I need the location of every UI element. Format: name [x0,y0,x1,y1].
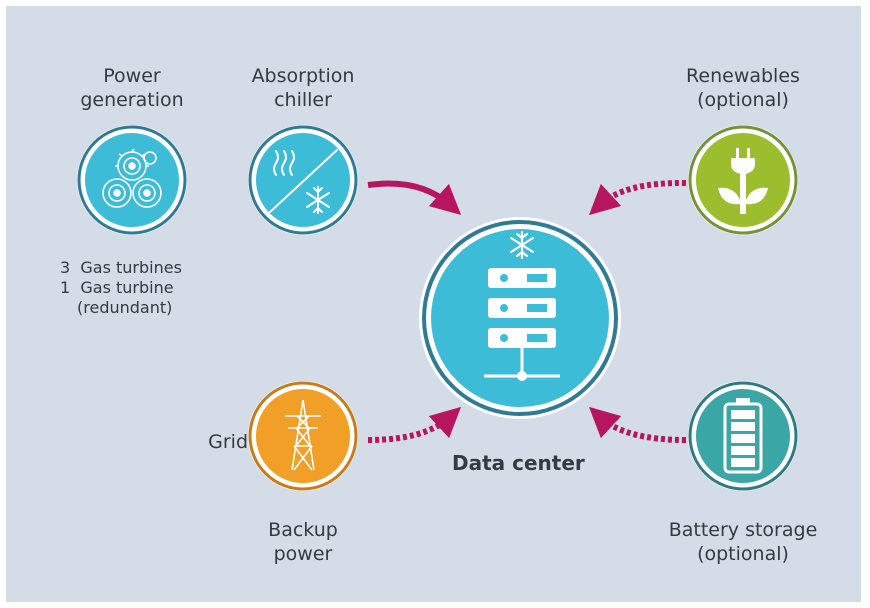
grid-node [248,381,358,491]
power-tower-icon [285,399,321,471]
battery-icon [723,398,763,474]
renewables-label: Renewables (optional) [686,65,800,111]
power-generation-label: Power generation [80,65,184,111]
grid-label: Grid [208,431,248,453]
battery-storage-label: Battery storage (optional) [668,519,818,565]
turbine-text-1: Gas turbines [80,258,182,277]
data-center-label: Data center [452,451,585,475]
backup-power-label: Backup power [268,519,338,565]
turbines-icon [102,148,162,208]
heat-to-snowflake-icon [269,149,338,214]
battery-storage-node [688,381,798,491]
arrow-chiller-to-datacenter [367,180,462,216]
turbine-count-2: 1 [60,278,71,297]
turbine-text-3: (redundant) [77,298,173,317]
arrow-renewables-to-datacenter [588,179,687,216]
server-rack-icon [484,230,560,381]
absorption-chiller-node [248,125,358,235]
snowflake-icon [509,230,535,260]
renewables-node [688,125,798,235]
turbine-text-2: Gas turbine [80,278,174,297]
power-generation-node [77,125,187,235]
plug-plant-icon [718,148,768,214]
data-center-node [419,217,621,419]
turbine-count-1: 3 [60,258,71,277]
absorption-chiller-label: Absorption chiller [251,65,355,111]
arrow-battery-to-datacenter [588,406,687,443]
arrow-grid-to-datacenter [367,406,462,443]
turbine-notes: 3 Gas turbines 1 Gas turbine (redundant) [60,258,220,318]
